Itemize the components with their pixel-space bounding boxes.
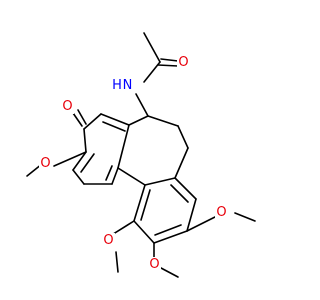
- bond: [135, 93, 149, 117]
- bond: [160, 267, 179, 278]
- bond: [77, 109, 87, 125]
- atom-o-methoxy-1: O: [102, 233, 115, 248]
- bond: [133, 220, 155, 244]
- bond: [186, 216, 216, 232]
- bond: [117, 167, 146, 186]
- atom-label-o: O: [103, 233, 113, 248]
- atom-label-o: O: [40, 156, 50, 171]
- bond-layer: [26, 32, 256, 278]
- bond: [53, 151, 87, 167]
- bond: [115, 251, 119, 273]
- bond: [83, 113, 102, 130]
- atom-h-amide: H: [112, 78, 122, 93]
- bond: [143, 61, 161, 83]
- structure-diagram: N H O O O O O O: [26, 32, 256, 278]
- atom-label-o: O: [62, 99, 72, 114]
- bond: [117, 124, 130, 169]
- atom-n-amide: N: [122, 78, 133, 93]
- atom-label-h: H: [112, 78, 122, 93]
- bond: [174, 147, 189, 179]
- bond: [111, 167, 119, 185]
- atom-o-ketone: O: [61, 99, 74, 114]
- bond: [100, 113, 130, 126]
- bond: [174, 177, 197, 200]
- bond: [177, 125, 189, 149]
- atom-o-methoxy-3: O: [215, 205, 228, 220]
- bond: [153, 230, 188, 244]
- bond: [72, 151, 87, 171]
- bond: [72, 169, 85, 185]
- atom-label-o: O: [178, 55, 188, 70]
- bond: [234, 212, 256, 222]
- bond: [140, 189, 151, 221]
- bond: [144, 177, 176, 186]
- bond: [154, 224, 182, 236]
- bond: [160, 58, 179, 62]
- atom-label-n: N: [123, 78, 133, 93]
- bond: [143, 32, 161, 63]
- bond: [105, 165, 113, 181]
- bond: [80, 153, 95, 173]
- atom-label-o: O: [216, 205, 226, 220]
- bond: [133, 184, 146, 222]
- bond: [147, 115, 179, 127]
- atom-o-amide: O: [177, 55, 190, 70]
- bond: [170, 184, 189, 203]
- atom-label-layer: N H O O O O O O: [39, 55, 228, 272]
- bond: [186, 198, 197, 232]
- bond: [83, 128, 87, 153]
- bond: [72, 112, 83, 127]
- bond: [128, 115, 149, 126]
- atom-o-methoxy-c10: O: [39, 156, 52, 171]
- bond: [102, 121, 126, 132]
- bond: [157, 64, 179, 67]
- atom-o-methoxy-2: O: [148, 257, 161, 272]
- atom-label-o: O: [149, 257, 159, 272]
